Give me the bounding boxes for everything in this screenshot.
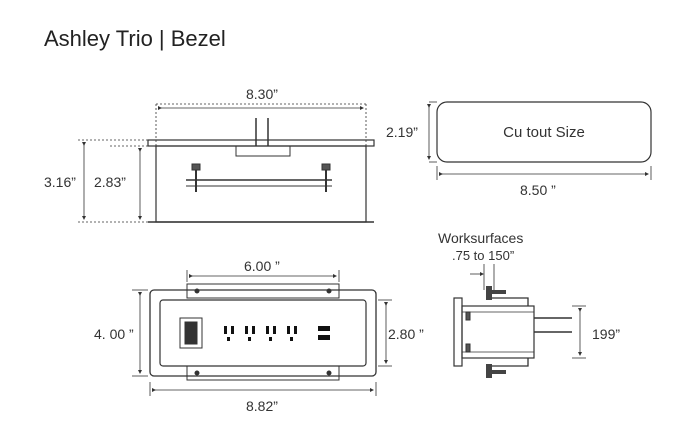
dim-inner-width: 6.00 ” — [244, 258, 280, 274]
dim-box-height: 2.83” — [94, 174, 126, 190]
dim-inner-height: 2.80 ” — [388, 326, 424, 342]
dim-outer-height: 4. 00 ” — [94, 326, 134, 342]
top-view — [76, 103, 375, 223]
worksurfaces-range: .75 to 150” — [452, 248, 515, 263]
dim-side-depth: 199” — [592, 326, 621, 342]
dim-cutout-width: 8.50 ” — [520, 182, 556, 198]
side-view — [453, 264, 586, 378]
cutout-label: Cu tout Size — [503, 123, 585, 141]
dim-top-width: 8.30” — [246, 86, 278, 102]
cutout-view — [427, 101, 652, 180]
dim-cutout-height: 2.19” — [386, 124, 418, 140]
front-view — [132, 270, 392, 396]
dim-outer-width: 8.82” — [246, 398, 278, 414]
page-title: Ashley Trio | Bezel — [44, 26, 226, 51]
worksurfaces-label: Worksurfaces — [438, 230, 524, 246]
dim-overall-height: 3.16” — [44, 174, 76, 190]
